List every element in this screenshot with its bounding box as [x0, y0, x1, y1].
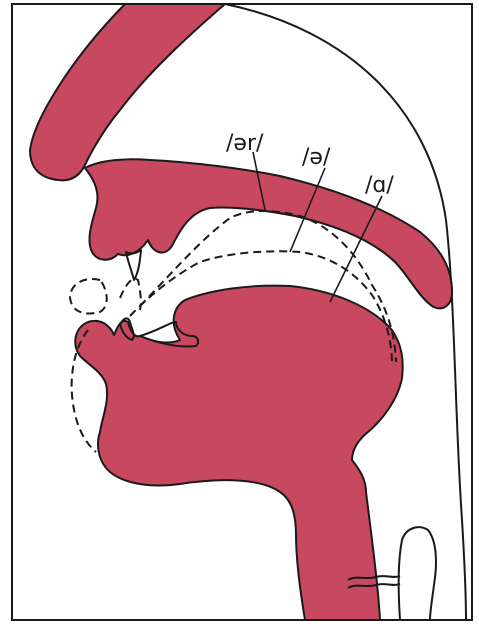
label-er: /ər/ [226, 131, 264, 156]
tongue-tip-dashed [120, 279, 141, 310]
label-schwa: /ə/ [302, 145, 331, 170]
nose-tissue [30, 4, 225, 180]
lip-position-dashed [70, 279, 107, 313]
label-a: /ɑ/ [365, 173, 394, 198]
epiglottis [399, 527, 436, 620]
